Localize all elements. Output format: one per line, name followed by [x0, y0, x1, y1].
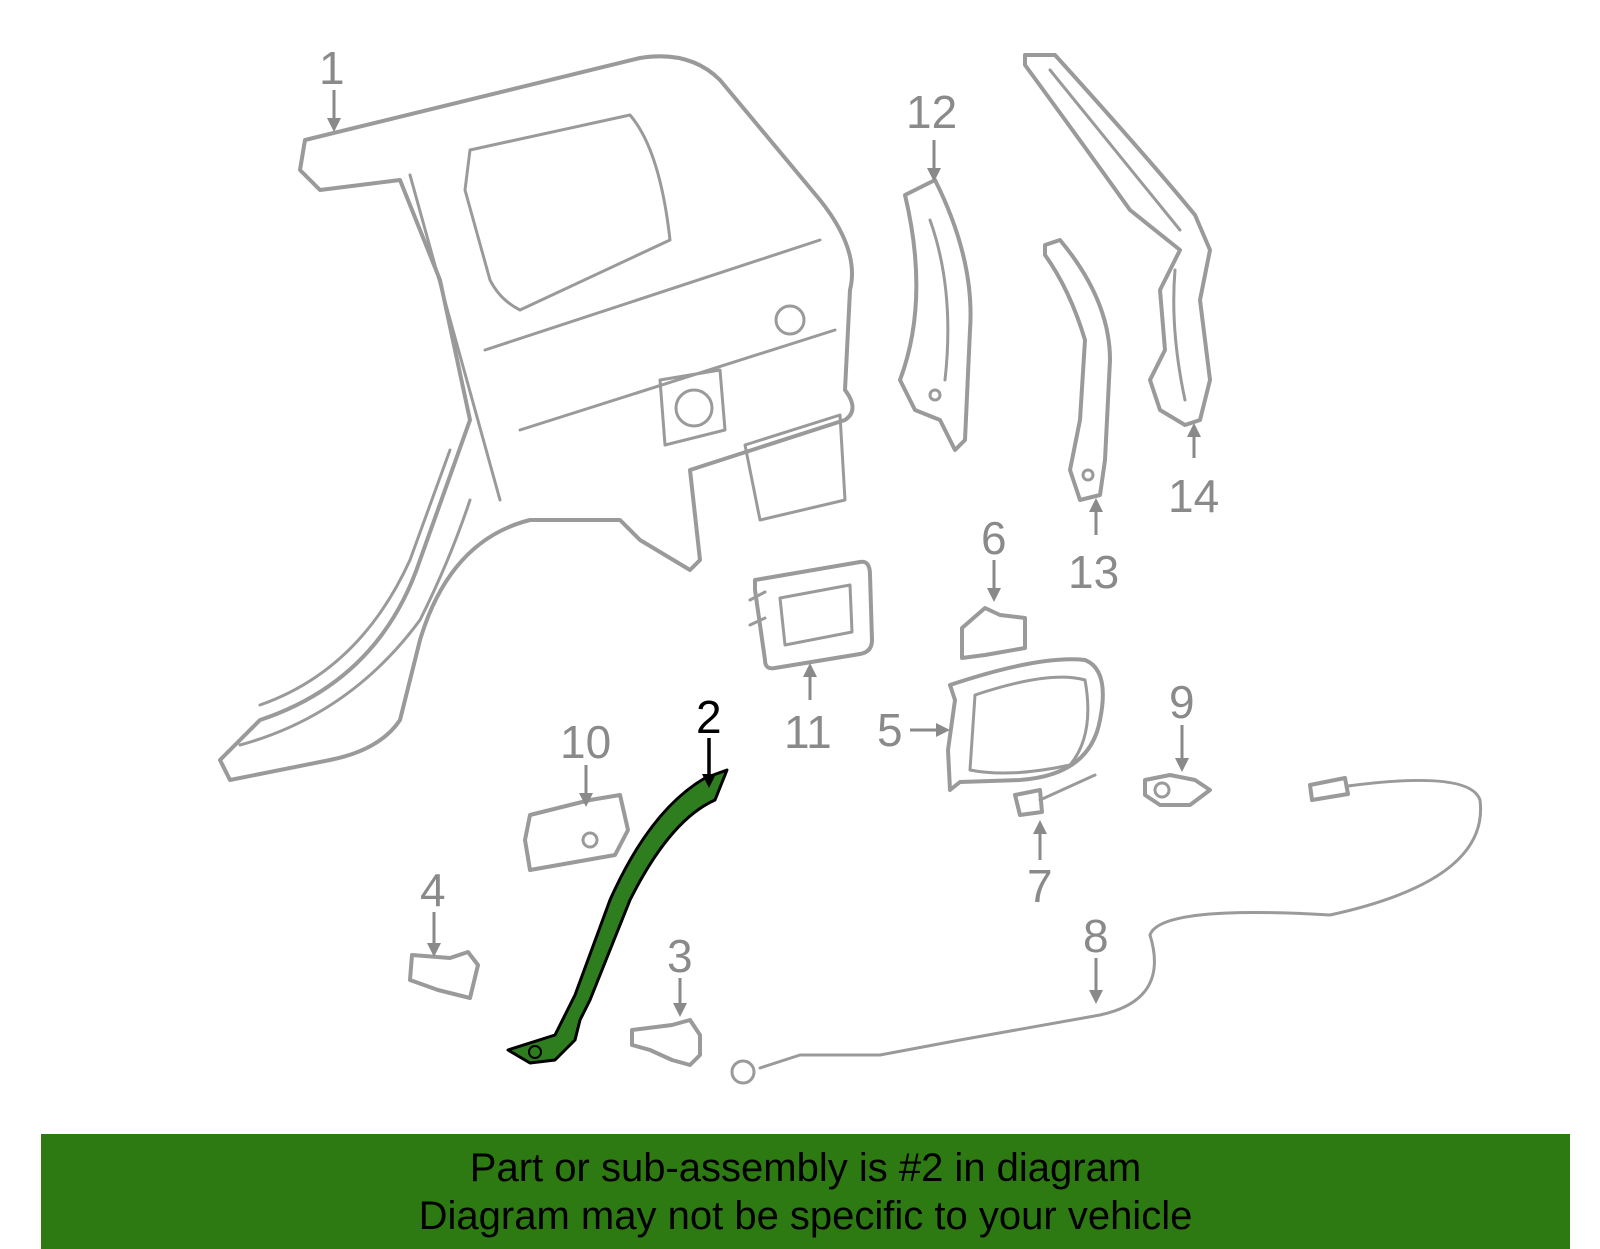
- part-4-patch: [408, 950, 480, 1000]
- info-banner: Part or sub-assembly is #2 in diagram Di…: [41, 1134, 1570, 1249]
- callout-12: 12: [906, 86, 957, 182]
- part-5-fuel-door: [946, 657, 1105, 792]
- callout-number: 1: [319, 42, 345, 94]
- callout-9: 9: [1169, 676, 1195, 772]
- callout-number: 14: [1168, 470, 1219, 522]
- callout-number: 8: [1083, 910, 1109, 962]
- callout-number: 13: [1068, 546, 1119, 598]
- callout-13: 13: [1068, 498, 1119, 598]
- callout-5: 5: [877, 704, 950, 756]
- callout-number: 10: [560, 716, 611, 768]
- part-6-clip: [960, 606, 1027, 660]
- callout-10: 10: [560, 716, 611, 807]
- callout-number: 4: [420, 864, 446, 916]
- part-9-actuator: [1143, 773, 1212, 807]
- callout-8: 8: [1083, 910, 1109, 1004]
- part-1-quarter-panel: [218, 54, 855, 782]
- callout-4: 4: [420, 864, 446, 957]
- callout-number: 6: [981, 512, 1007, 564]
- part-14-pillar: [1023, 53, 1212, 427]
- part-11-fuel-housing: [748, 559, 874, 671]
- part-3-fastener: [630, 1018, 702, 1067]
- callout-number: 7: [1027, 860, 1053, 912]
- part-13-bracket: [1043, 238, 1112, 502]
- callout-2: 2: [696, 691, 722, 788]
- part-2-highlighted: [506, 768, 729, 1065]
- callout-number: 12: [906, 86, 957, 138]
- part-10-bracket: [523, 793, 630, 872]
- callout-3: 3: [667, 930, 693, 1017]
- callout-number: 5: [877, 704, 903, 756]
- callout-number: 9: [1169, 676, 1195, 728]
- callout-number: 3: [667, 930, 693, 982]
- callout-number: 2: [696, 691, 722, 743]
- callout-6: 6: [981, 512, 1007, 602]
- part-8-release-cable: [730, 776, 1483, 1085]
- part-12-panel: [898, 178, 973, 452]
- banner-line-2: Diagram may not be specific to your vehi…: [418, 1194, 1193, 1238]
- callout-1: 1: [319, 42, 345, 132]
- callout-7: 7: [1027, 820, 1053, 912]
- callout-14: 14: [1168, 423, 1219, 522]
- banner-line-1: Part or sub-assembly is #2 in diagram: [469, 1146, 1142, 1190]
- part-7-hinge: [1013, 773, 1097, 817]
- callout-number: 11: [784, 706, 832, 758]
- callout-11: 11: [784, 663, 832, 758]
